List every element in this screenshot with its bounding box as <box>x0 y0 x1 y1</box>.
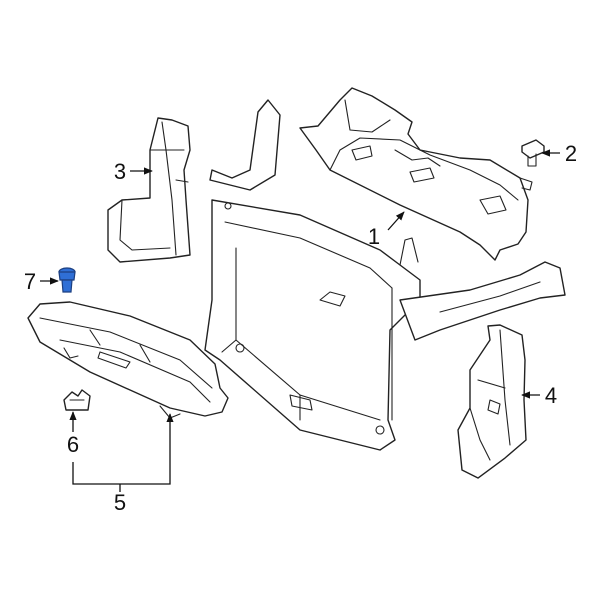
part-6-clip <box>63 389 91 411</box>
callout-1: 1 <box>368 224 380 249</box>
callout-4: 4 <box>545 383 557 408</box>
callout-7: 7 <box>24 269 36 294</box>
part-1-upper-air-guide <box>299 87 533 261</box>
part-3-left-air-guide <box>107 117 191 263</box>
callout-labels: 1 2 3 4 5 6 7 <box>24 141 577 515</box>
callout-2: 2 <box>565 141 577 166</box>
part-4-right-air-guide <box>457 324 527 479</box>
part-5-lower-splash-shield <box>27 301 229 419</box>
callout-5: 5 <box>114 490 126 515</box>
callout-6: 6 <box>67 432 79 457</box>
callout-3: 3 <box>114 159 126 184</box>
leader-lines <box>40 149 560 492</box>
part-7-push-pin <box>58 267 76 293</box>
radiator-support-frame <box>204 99 566 451</box>
part-2-clip <box>521 139 545 167</box>
